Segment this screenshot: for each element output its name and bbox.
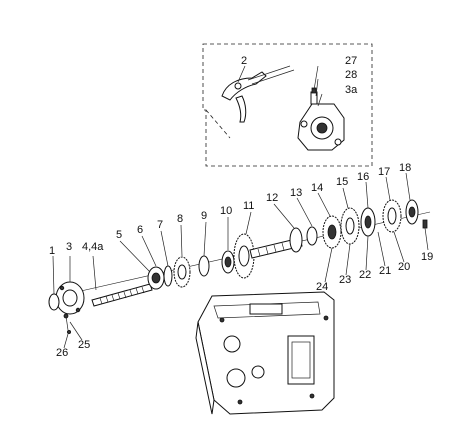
inset-dashed-frame <box>202 43 373 167</box>
bearing-part-18 <box>405 199 419 225</box>
callout-23: 23 <box>339 274 351 286</box>
input-shaft-part <box>91 283 153 307</box>
callout-21: 21 <box>379 265 391 277</box>
gear-part-17 <box>382 199 402 233</box>
sleeve-part-10 <box>221 250 235 274</box>
callout-14: 14 <box>311 182 323 194</box>
gear-part-15 <box>340 207 360 245</box>
callout-2: 2 <box>241 55 247 67</box>
gear-part-14 <box>322 215 342 249</box>
callout-27: 27 <box>345 55 357 67</box>
callout-11: 11 <box>243 200 254 212</box>
callout-16: 16 <box>357 171 369 183</box>
gear-part-11 <box>233 233 255 279</box>
shift-fork-part <box>221 65 295 123</box>
callout-28: 28 <box>345 69 357 81</box>
inset-dashed-leader <box>205 109 231 139</box>
callout-24: 24 <box>316 281 328 293</box>
callout-19: 19 <box>421 251 433 263</box>
ring-part-13 <box>306 226 318 246</box>
nut-part-19 <box>422 219 428 229</box>
callout-22: 22 <box>359 269 371 281</box>
callout-10: 10 <box>220 205 232 217</box>
callout-4-4a: 4,4a <box>82 241 104 253</box>
gear-part-8 <box>173 256 191 288</box>
synchro-part-16 <box>360 207 376 237</box>
callout-15: 15 <box>336 176 348 188</box>
gearbox-housing-part <box>195 291 335 415</box>
callout-25: 25 <box>78 339 90 351</box>
callout-8: 8 <box>177 213 183 225</box>
callout-7: 7 <box>157 219 163 231</box>
callout-3: 3 <box>66 241 72 253</box>
bearing-part-6 <box>147 266 165 290</box>
callout-18: 18 <box>399 162 411 174</box>
callout-3a: 3a <box>345 84 358 96</box>
callout-13: 13 <box>290 187 302 199</box>
callout-12: 12 <box>266 192 278 204</box>
callout-6: 6 <box>137 224 143 236</box>
washer-part-9 <box>198 255 210 277</box>
bolt-part <box>63 313 72 334</box>
gear-part-12 <box>289 227 303 253</box>
callout-1: 1 <box>49 245 55 257</box>
callout-5: 5 <box>116 229 122 241</box>
callout-labels: 2 27 28 3a 1 3 4,4a 5 6 7 8 9 10 11 12 1… <box>49 55 433 359</box>
callout-20: 20 <box>398 261 410 273</box>
seal-ring-part <box>48 293 60 311</box>
snap-ring-part-7 <box>163 265 173 287</box>
callout-17: 17 <box>378 166 390 178</box>
leader-lines <box>52 65 429 349</box>
main-shaft-part <box>249 237 303 259</box>
callout-26: 26 <box>56 347 68 359</box>
shift-cover-part <box>297 87 345 151</box>
callout-9: 9 <box>201 210 207 222</box>
bearing-retainer-part <box>55 281 85 315</box>
